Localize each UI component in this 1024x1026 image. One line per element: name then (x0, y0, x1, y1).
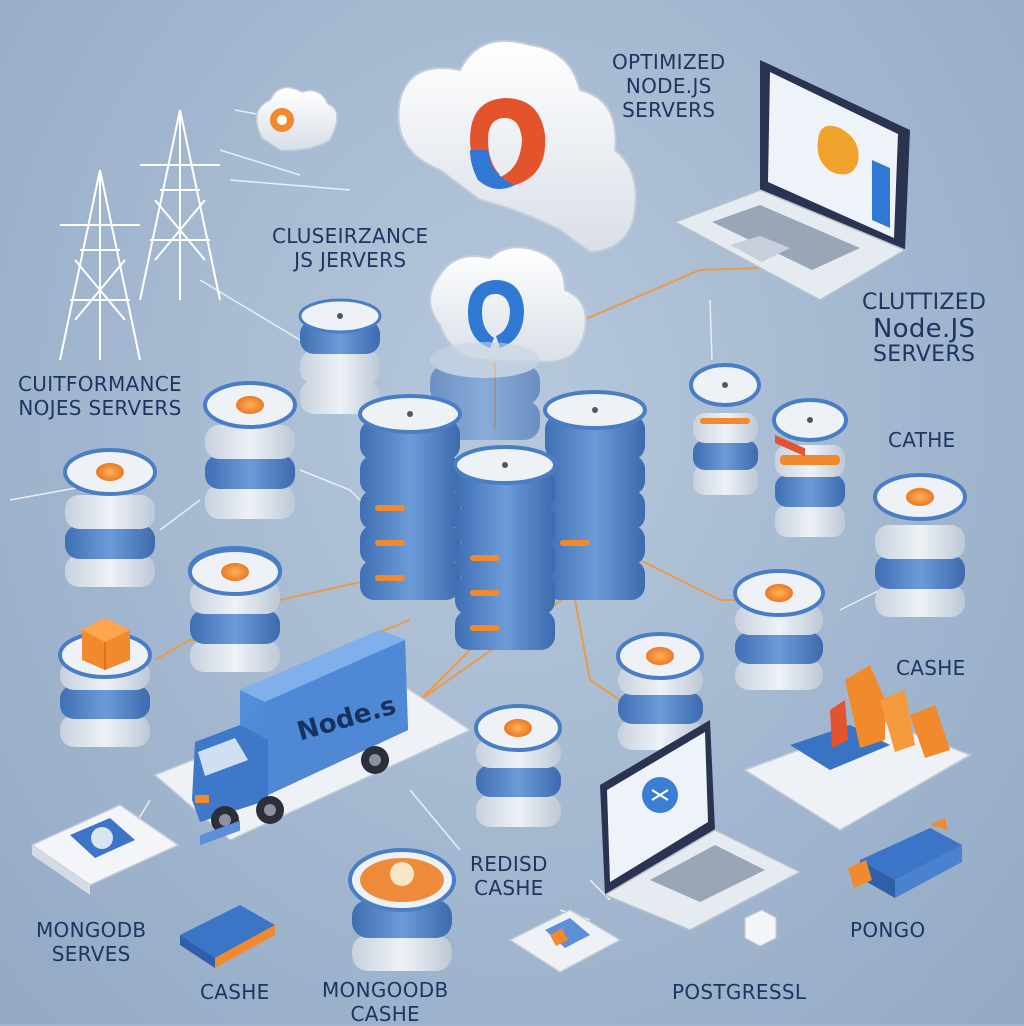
label-mongodb-cache: MONGOODB CASHE (322, 978, 449, 1026)
coin-tile-icon (30, 804, 180, 895)
label-cache-bottom-left: CASHE (200, 980, 270, 1004)
label-postgresql: POSTGRESSL (672, 980, 807, 1004)
chart-icon (743, 665, 972, 831)
cube-icon (82, 618, 130, 670)
label-optimized-node-js-servers: OPTIMIZED NODE.JS SERVERS (612, 50, 726, 122)
label-performance-node-servers: CUITFORMANCE NOJES SERVERS (18, 372, 182, 420)
label-cache-right-top: CATHE (888, 428, 956, 452)
small-tile-icon (508, 909, 622, 973)
cloud-icon (397, 39, 637, 254)
laptop-icon (600, 720, 802, 931)
server-stack-icon (358, 390, 647, 650)
power-tower-icon (59, 109, 221, 361)
label-mongodb-servers: MONGODB SERVES (36, 918, 147, 966)
storage-device-icon (180, 820, 275, 968)
label-cluster-js-servers: CLUSEIRZANCE JS JERVERS (272, 224, 429, 272)
label-cache-right-mid: CASHE (896, 656, 966, 680)
server-stack-icon (58, 381, 297, 747)
truck-icon (153, 630, 472, 841)
cube-icon (744, 909, 777, 947)
server-stack-icon (348, 363, 967, 971)
laptop-icon (673, 60, 910, 457)
cloud-icon (255, 86, 338, 152)
label-redis-cache: REDISD CASHE (470, 852, 548, 900)
label-clustered-node-js-servers: CLUTTIZED Node.JS SERVERS (862, 290, 987, 367)
storage-device-icon (848, 818, 962, 898)
label-mongo: PONGO (850, 918, 926, 942)
cloud-icon (429, 246, 587, 364)
